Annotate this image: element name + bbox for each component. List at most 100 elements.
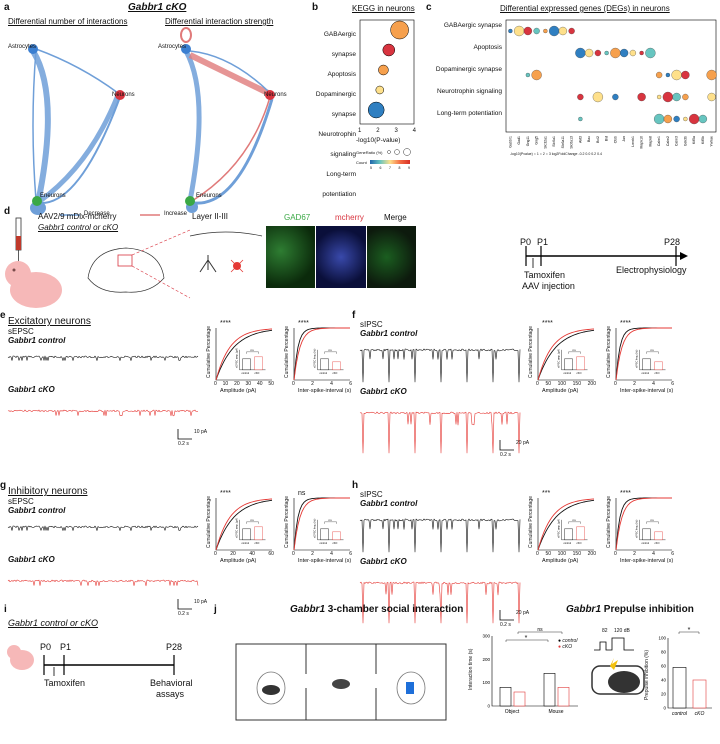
cdf-cko-line [615, 327, 672, 381]
panel_e-scale-bar [177, 429, 192, 440]
deg-row-label: Apoptosis [473, 44, 502, 51]
panel_e-control-label: Gabbr1 control [8, 336, 66, 345]
social-bar [499, 687, 512, 707]
inset-bar-cko [576, 356, 585, 371]
panel_f-ylabel-isi: Cumulative Percentage [606, 326, 612, 378]
panel_e-label: e [0, 310, 6, 321]
tl-aav: AAV injection [522, 281, 575, 291]
inset-bar-control [320, 358, 329, 371]
inset-ylabel: sIPSC amp. (pA) [558, 519, 561, 538]
cko-trace [359, 411, 521, 454]
timeline-d [525, 246, 688, 268]
cdf-control-line [215, 499, 273, 551]
i-p1: P1 [60, 642, 72, 652]
panel-c-title: Differential expressed genes (DEGs) in n… [500, 4, 670, 13]
inset-bar-cko [576, 526, 585, 541]
panel_f-label: f [352, 310, 356, 321]
deg-dot [707, 92, 716, 102]
inset-bar-cko [254, 356, 263, 371]
panel-a-title: Gabbr1 cKO [128, 2, 187, 13]
control-trace [7, 525, 199, 531]
control-trace [359, 348, 521, 383]
deg-gene-label: Ywhae [710, 136, 714, 147]
deg-dot [531, 69, 542, 81]
tl-tamoxifen: Tamoxifen [524, 270, 566, 280]
deg-dot [558, 26, 568, 36]
cko-trace [7, 579, 199, 587]
social-ytick: 300 [482, 634, 490, 639]
kegg-plot [359, 19, 415, 125]
panel_e-scale-y: 10 pA [194, 429, 208, 435]
kegg-color-bar [370, 160, 410, 164]
panel_e-traces [7, 355, 199, 417]
kegg-point [367, 101, 385, 119]
inset-ns: ns [573, 348, 577, 352]
deg-gene-label: Kif5a [692, 136, 696, 144]
deg-dot [523, 26, 533, 36]
cdf-xtick: 0 [536, 551, 539, 557]
panel_h-xlabel-amp: Amplitude (pA) [542, 558, 579, 564]
panel_h-control-label: Gabbr1 control [360, 499, 418, 508]
legend-decrease: Decrease [84, 211, 110, 217]
panel_h-traces [359, 518, 521, 624]
deg-rows: GABAergic synapse Apoptosis Dopaminergic… [430, 22, 502, 132]
deg-dot [672, 92, 681, 102]
deg-dot [645, 47, 656, 59]
deg-dot [577, 93, 584, 101]
deg-gene-label: Bax [587, 136, 591, 142]
panel_e-xlabel-amp: Amplitude (pA) [220, 388, 257, 394]
panel_e-ylabel-amp: Cumulative Percentage [206, 326, 212, 378]
panel-j-label: j [214, 604, 217, 615]
ppi-title-text: Prepulse inhibition [601, 604, 694, 615]
deg-gene-label: Slc32a1 [543, 136, 547, 149]
deg-dot [682, 93, 689, 101]
kegg-cat-3: Neurotrophin signaling [318, 131, 356, 158]
inset-bar-cko [654, 531, 663, 541]
panel_h-ylabel-amp: Cumulative Percentage [528, 496, 534, 548]
social-title-gene: Gabbr1 [290, 604, 326, 615]
kegg-categories: GABAergic synapse Apoptosis Dopaminergic… [310, 25, 356, 205]
inset-group: control [564, 372, 572, 375]
cdf-xtick: 150 [572, 551, 581, 557]
social-legend: ● control ● cKO [558, 638, 578, 650]
cdf-cko-line [293, 327, 350, 381]
cdf-xtick: 0 [614, 551, 617, 557]
db1-label: 82 [602, 628, 608, 634]
cdf-xtick: 150 [572, 381, 581, 387]
i-p0: P0 [40, 642, 52, 652]
inset-group: cKO [655, 542, 660, 545]
deg-dot [604, 50, 609, 56]
deg-dot [548, 25, 560, 37]
deg-dot [610, 47, 621, 59]
panel_g-cko-label: Gabbr1 cKO [8, 555, 55, 564]
social-title: Gabbr1 3-chamber social interaction [290, 604, 463, 615]
deg-gene-label: Mapk8 [648, 136, 652, 147]
tl-p0: P0 [520, 237, 532, 247]
inset-bar-cko [654, 361, 663, 371]
deg-dot [543, 28, 548, 34]
kegg-xtick: 4 [412, 128, 416, 134]
kegg-cat-1: Apoptosis [327, 71, 356, 78]
cdf-xtick: 200 [587, 381, 596, 387]
panel-i-timeline [7, 645, 175, 676]
panel_e-scale-x: 0.2 s [178, 441, 189, 447]
cdf-cko-line [537, 498, 595, 551]
inset-bar-control [642, 358, 651, 371]
node-eneu-left: Eneurons [40, 193, 66, 199]
i-assay: Behavioral [150, 678, 193, 688]
panel_h-xlabel-isi: Inter-spike-interval (s) [620, 558, 674, 564]
control-trace [7, 355, 199, 361]
cko-trace [359, 581, 521, 624]
cdf-xtick: 2 [311, 381, 314, 387]
legend-increase: Increase [164, 211, 188, 217]
mcherry-image [316, 226, 366, 288]
i-p28: P28 [166, 642, 183, 652]
deg-dot [683, 116, 688, 122]
deg-row-label: GABAergic synapse [443, 22, 502, 29]
deg-gene-label: Slc6a11 [561, 136, 565, 148]
cdf-xtick: 0 [214, 381, 217, 387]
